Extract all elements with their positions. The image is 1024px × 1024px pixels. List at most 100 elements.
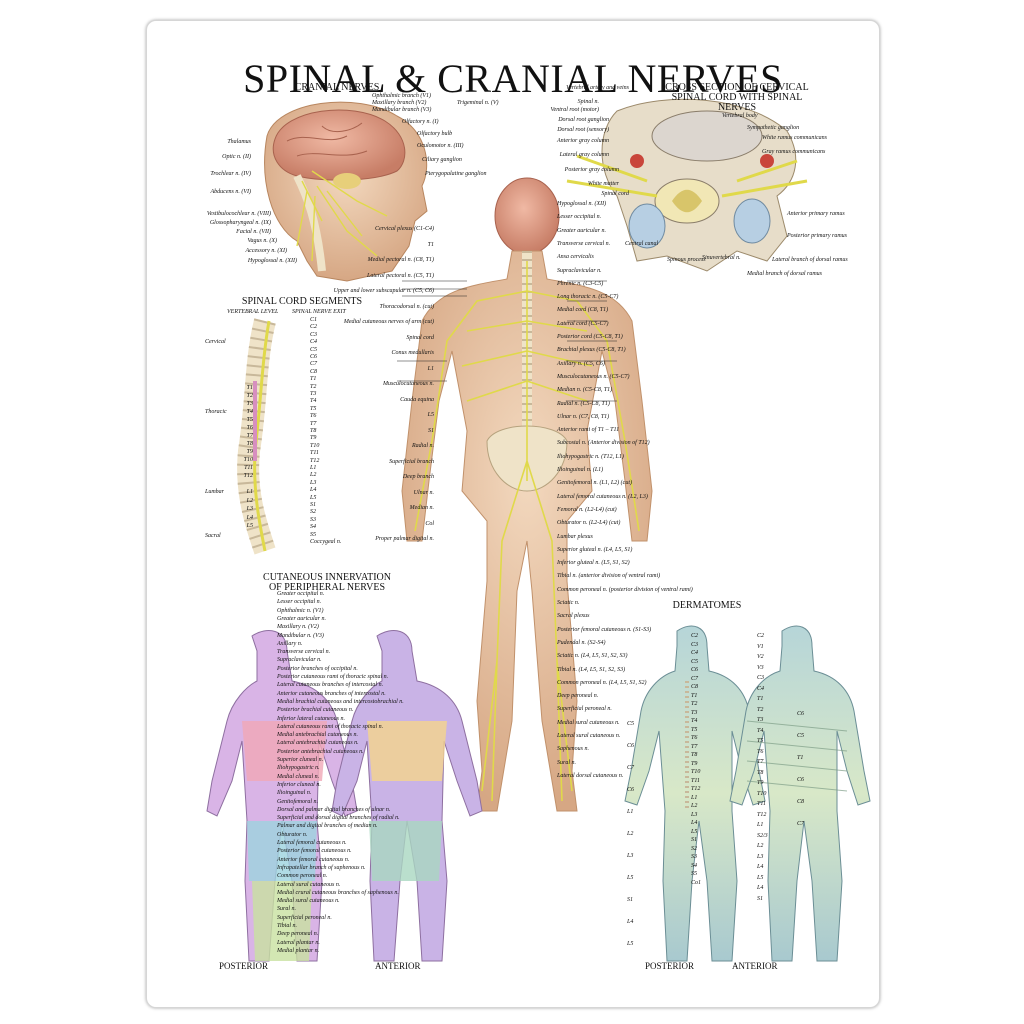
- vertebral-level-label: L1: [246, 489, 253, 495]
- label-vertebral-body: Vertebral body: [722, 113, 758, 119]
- segment-exit-label: T8: [310, 428, 317, 434]
- dermatome-label: T9: [691, 760, 698, 767]
- cutaneous-label: Posterior branches of occipital n.: [277, 665, 358, 672]
- body-label-right: Hypoglossal n. (XII): [557, 201, 607, 207]
- poster-title: SPINAL & CRANIAL NERVES: [243, 56, 783, 101]
- dermatome-label: L5: [691, 828, 698, 835]
- vertebral-level-label: L4: [246, 514, 253, 521]
- body-label-right: Saphenous n.: [557, 746, 589, 753]
- body-label-right: Sacral plexus: [557, 613, 590, 620]
- body-label-left: Medial pectoral n. (C8, T1): [367, 257, 434, 263]
- cutaneous-label: Anterior femoral cutaneous n.: [277, 856, 350, 863]
- dermatome-label: T7: [757, 759, 764, 765]
- dermatome-side-label: C6: [627, 743, 635, 749]
- label-oculomotor: Oculomotor n. (III): [417, 143, 464, 149]
- cutaneous-label: Posterior cutaneous rami of thoracic spi…: [277, 674, 389, 680]
- label-dorsal-root: Dorsal root (sensory): [557, 127, 609, 133]
- label-sympathetic-ganglion: Sympathetic ganglion: [747, 125, 800, 131]
- cross-section-title: CROSS SECTION OF CERVICAL SPINAL CORD WI…: [665, 82, 809, 113]
- dermatome-label: T7: [691, 743, 698, 750]
- cutaneous-label: Mandibular n. (V3): [277, 632, 324, 639]
- vertebral-level-label: T8: [246, 441, 253, 447]
- dermatome-side-label: C5: [627, 721, 635, 727]
- body-label-right: Supraclavicular n.: [557, 267, 602, 274]
- vertebral-level-label: T6: [246, 425, 253, 431]
- cutaneous-label: Transverse cervical n.: [277, 649, 331, 656]
- dermatome-anterior-caption: ANTERIOR: [732, 961, 778, 971]
- label-spinal-cord: Spinal cord: [601, 191, 629, 197]
- dermatome-label: T4: [757, 727, 764, 734]
- label-facial: Facial n. (VII): [236, 229, 271, 235]
- segment-exit-label: C6: [310, 354, 318, 360]
- body-label-right: Superior gluteal n. (L4, L5, S1): [557, 546, 633, 553]
- dermatome-side-label: C6: [797, 777, 805, 783]
- dermatome-label: C7: [691, 675, 699, 682]
- body-label-left: Radial n.: [412, 443, 434, 449]
- region-cervical: Cervical: [205, 339, 226, 345]
- dermatome-label: T6: [691, 735, 698, 741]
- cutaneous-label: Medial antebrachial cutaneous n.: [277, 732, 358, 739]
- cutaneous-label: Medial cluneal n.: [277, 773, 320, 780]
- dermatome-label: C2: [691, 633, 699, 639]
- body-label-right: Sciatic n.: [557, 600, 580, 606]
- dermatome-label: T1: [757, 696, 764, 702]
- dermatome-side-label: C5: [797, 733, 805, 739]
- dermatome-label: C5: [691, 658, 699, 665]
- segment-exit-label: S1: [310, 502, 316, 508]
- body-label-right: Iliohypogastric n. (T12, L1): [557, 453, 624, 460]
- label-lateral-gray: Lateral gray column: [559, 152, 609, 158]
- dermatome-label: T1: [691, 692, 698, 699]
- dermatome-label: T11: [691, 777, 700, 784]
- dermatome-side-label: T1: [797, 755, 804, 761]
- label-sinuvertebral: Sinuvertebral n.: [702, 255, 741, 261]
- dermatome-figures: [624, 625, 871, 962]
- segment-exit-label: C7: [310, 361, 318, 368]
- dermatome-label: T12: [691, 786, 701, 792]
- spinal-segments-illustration: [237, 318, 276, 555]
- label-anterior-gray: Anterior gray column: [557, 138, 609, 144]
- body-label-left: Cervical plexus (C1-C4): [375, 226, 434, 232]
- body-label-right: Lumbar plexus: [557, 533, 593, 540]
- cutaneous-label: Palmar and digital branches of median n.: [277, 823, 378, 830]
- body-label-left: Spinal cord: [406, 334, 434, 341]
- body-label-left: Median n.: [409, 505, 434, 511]
- body-label-right: Tibial n. (L4, L5, S1, S2, S3): [557, 666, 626, 673]
- dermatome-label: L4: [691, 820, 698, 826]
- segment-exit-label: L2: [310, 472, 317, 479]
- cutaneous-label: Obturator n.: [277, 831, 308, 838]
- segment-exit-label: T9: [310, 435, 317, 442]
- dermatome-label: S5: [691, 871, 697, 877]
- label-white-ramus: White ramus communicans: [762, 135, 827, 141]
- cutaneous-label: Greater occipital n.: [277, 591, 325, 597]
- label-olfactory-bulb: Olfactory bulb: [417, 131, 453, 137]
- cutaneous-label: Ilioinguinal n.: [277, 790, 312, 797]
- cutaneous-label: Greater auricular n.: [277, 615, 326, 622]
- cutaneous-label: Lateral antebrachial cutaneous n.: [277, 740, 359, 747]
- body-label-left: Superficial branch: [389, 458, 434, 465]
- dermatome-side-label: L5: [627, 941, 634, 947]
- label-thalamus: Thalamus: [227, 139, 251, 145]
- label-olfactory-n: Olfactory n. (I): [402, 119, 439, 125]
- body-label-left: Lateral pectoral n. (C5, T1): [367, 272, 434, 279]
- dermatome-label: C4: [691, 650, 699, 656]
- dermatome-label: S2/3: [757, 832, 768, 839]
- segment-exit-label: T3: [310, 391, 317, 397]
- dermatome-side-label: C8: [797, 799, 805, 805]
- body-label-right: Medial sural cutaneous n.: [557, 719, 620, 726]
- body-label-right: Common peroneal n. (L4, L5, S1, S2): [557, 679, 647, 686]
- label-ventral-root: Ventral root (motor): [550, 107, 599, 113]
- body-label-right: Obturator n. (L2-L4) (cut): [557, 520, 621, 527]
- dermatome-side-label: C6: [797, 711, 805, 717]
- cutaneous-label: Medial crural cutaneous branches of saph…: [277, 889, 399, 896]
- body-label-left: T1: [427, 241, 434, 248]
- cutaneous-label: Maxillary n. (V2): [277, 624, 319, 631]
- body-label-left: Proper palmar digital n.: [375, 536, 434, 542]
- segment-exit-label: L3: [310, 479, 317, 486]
- posterior-nerve-figure: [401, 177, 653, 812]
- label-hypoglossal: Hypoglossal n. (XII): [247, 258, 297, 264]
- dermatome-label: L2: [757, 843, 764, 849]
- cutaneous-label: Supraclavicular n.: [277, 657, 322, 664]
- cutaneous-label: Posterior brachial cutaneous n.: [277, 707, 354, 714]
- vertebral-level-label: T12: [243, 473, 253, 479]
- label-optic: Optic n. (II): [222, 154, 251, 160]
